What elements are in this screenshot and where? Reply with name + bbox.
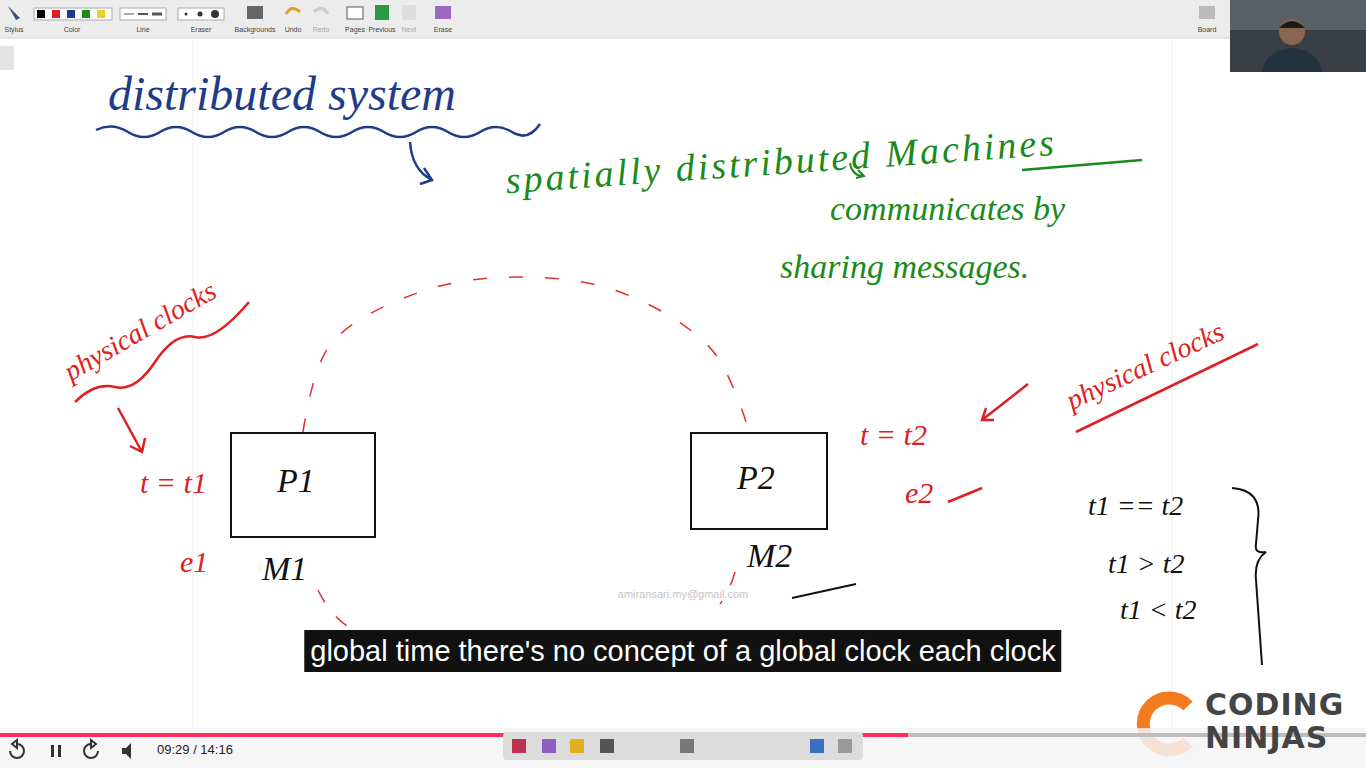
- process-box: P1M1: [230, 432, 376, 538]
- brace: [1232, 488, 1266, 665]
- webcam-frame: [1230, 0, 1366, 72]
- presenter-hair: [1279, 21, 1305, 28]
- time-label: t = t2: [860, 418, 927, 453]
- time-label: t = t1: [140, 466, 207, 501]
- rewind-icon: [10, 740, 24, 758]
- comparison-text: t1 < t2: [1120, 594, 1196, 626]
- toolbar-label: Previous: [368, 26, 395, 34]
- machine-label: M1: [262, 550, 307, 587]
- time-display: 09:29 / 14:16: [157, 743, 233, 758]
- line-sample: [124, 14, 134, 15]
- toolbar-label: Color: [64, 26, 81, 34]
- color-swatch-icon: [67, 10, 75, 18]
- redo-icon: [314, 8, 328, 14]
- color-swatch-icon: [82, 10, 90, 18]
- volume-icon: [122, 743, 131, 759]
- player-bar: [0, 728, 1366, 768]
- process-label: P2: [737, 459, 775, 496]
- next-icon: [402, 5, 416, 20]
- toolbar-label: Next: [402, 26, 416, 34]
- toolbar-label: Stylus: [4, 26, 23, 34]
- toolbar-label: Undo: [285, 26, 302, 34]
- backgrounds-icon: [247, 6, 263, 19]
- pen-tool-icon: [810, 739, 824, 753]
- machine-label: M2: [747, 537, 792, 574]
- pen-toolbar: [503, 732, 863, 760]
- eraser-dot: [211, 10, 219, 18]
- line-sample: [152, 13, 162, 16]
- pages-icon: [347, 7, 363, 19]
- watermark: amiransari.my@gmail.com: [618, 588, 748, 601]
- forward-icon: [84, 740, 98, 758]
- hook-arrow: [410, 142, 432, 184]
- event-label: e1: [180, 545, 208, 580]
- pen-tool-icon: [680, 739, 694, 753]
- toolbar-label: Line: [136, 26, 149, 34]
- erase-icon: [435, 6, 451, 19]
- pointer-arrow: [118, 408, 145, 452]
- pen-tool-icon: [570, 739, 584, 753]
- presenter-head: [1279, 19, 1305, 45]
- logo-text: CODING: [1205, 688, 1344, 723]
- pointer-arrow: [982, 384, 1028, 420]
- dashed-arc: [318, 590, 350, 628]
- toolbar-label: Backgrounds: [235, 26, 276, 34]
- pen-tool-icon: [512, 739, 526, 753]
- title: distributed system: [108, 66, 456, 121]
- note-text: communicates by sharing messages.: [780, 180, 1120, 296]
- process-label: P1: [277, 462, 315, 499]
- process-box: P2M2: [690, 432, 828, 530]
- color-swatch-icon: [37, 10, 45, 18]
- undo-icon: [286, 8, 300, 14]
- toolbar-label: Redo: [313, 26, 330, 34]
- line-width-picker: [120, 8, 166, 20]
- board-icon: [1199, 6, 1215, 19]
- toolbar-label: Erase: [434, 26, 452, 34]
- webcam-wall: [1230, 0, 1366, 30]
- logo-text: NINJAS: [1205, 721, 1328, 756]
- eraser-dot: [198, 12, 203, 17]
- clock-label: physical clocks: [1061, 316, 1229, 417]
- stylus-icon: [8, 6, 20, 20]
- color-palette: [34, 8, 112, 20]
- title-squiggle: [96, 124, 540, 137]
- toolbar-label: Pages: [345, 26, 365, 34]
- board-margin: [193, 38, 194, 728]
- line-sample: [138, 13, 148, 15]
- dashed-connector: [303, 277, 749, 432]
- previous-icon: [375, 5, 389, 20]
- clock-label: physical clocks: [58, 275, 222, 388]
- eraser-dot: [185, 13, 188, 16]
- toolbar-band: [0, 0, 1366, 38]
- pause-icon: [58, 745, 61, 757]
- toolbar-border: [0, 38, 1366, 39]
- underline: [948, 488, 982, 502]
- subtitle: global time there's no concept of a glob…: [304, 630, 1061, 672]
- presenter-body: [1262, 48, 1322, 72]
- underline: [792, 584, 856, 598]
- toolbar-label: Board: [1198, 26, 1217, 34]
- pen-tool-icon: [542, 739, 556, 753]
- event-label: e2: [905, 476, 933, 511]
- toolbar-label: Eraser: [191, 26, 212, 34]
- pause-icon: [51, 745, 54, 757]
- pen-tool-icon: [600, 739, 614, 753]
- color-swatch-icon: [52, 10, 60, 18]
- eraser-picker: [178, 8, 224, 20]
- color-swatch-icon: [97, 10, 105, 18]
- pen-tool-icon: [838, 739, 852, 753]
- comparison-text: t1 == t2: [1088, 490, 1183, 522]
- side-tab: [0, 46, 14, 70]
- comparison-text: t1 > t2: [1108, 548, 1184, 580]
